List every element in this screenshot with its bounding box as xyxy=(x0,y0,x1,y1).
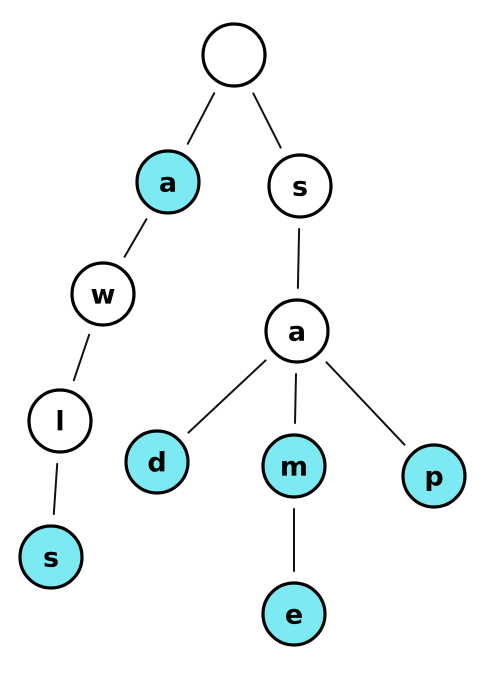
node-circle xyxy=(261,433,327,499)
node-circle xyxy=(401,443,467,509)
node-label: s xyxy=(292,172,308,203)
trie-nodes: a s w l s a d m p e xyxy=(18,22,467,647)
node-circle xyxy=(124,429,190,495)
edge-w-l xyxy=(72,333,91,382)
edge-root-s1 xyxy=(252,92,282,149)
node-label: l xyxy=(55,407,64,438)
edge-a1-w xyxy=(123,218,148,258)
edge-a2-p xyxy=(325,361,406,446)
trie-edges xyxy=(52,92,406,572)
node-s1: s xyxy=(267,153,333,219)
node-label: w xyxy=(91,280,116,311)
node-circle xyxy=(27,388,93,454)
node-a1: a xyxy=(135,149,201,215)
node-circle xyxy=(70,261,136,327)
node-a2: a xyxy=(264,298,330,364)
node-circle xyxy=(201,22,267,88)
node-label: s xyxy=(43,543,59,574)
node-label: e xyxy=(285,600,303,631)
node-circle xyxy=(135,149,201,215)
node-d: d xyxy=(124,429,190,495)
node-label: p xyxy=(424,462,443,493)
node-circle xyxy=(264,298,330,364)
edge-root-a1 xyxy=(186,92,216,145)
node-w: w xyxy=(70,261,136,327)
edge-s1-a2 xyxy=(296,228,301,289)
node-label: a xyxy=(288,317,306,348)
node-label: d xyxy=(147,448,166,479)
node-root xyxy=(201,22,267,88)
node-label: a xyxy=(159,168,177,199)
edge-a2-d xyxy=(187,359,267,434)
node-m: m xyxy=(261,433,327,499)
edge-l-s2 xyxy=(52,462,59,516)
node-s2: s xyxy=(18,524,84,590)
node-circle xyxy=(267,153,333,219)
node-circle xyxy=(261,581,327,647)
node-circle xyxy=(18,524,84,590)
node-label: m xyxy=(280,452,308,483)
node-p: p xyxy=(401,443,467,509)
node-l: l xyxy=(27,388,93,454)
edge-a2-m xyxy=(294,373,297,424)
node-e: e xyxy=(261,581,327,647)
